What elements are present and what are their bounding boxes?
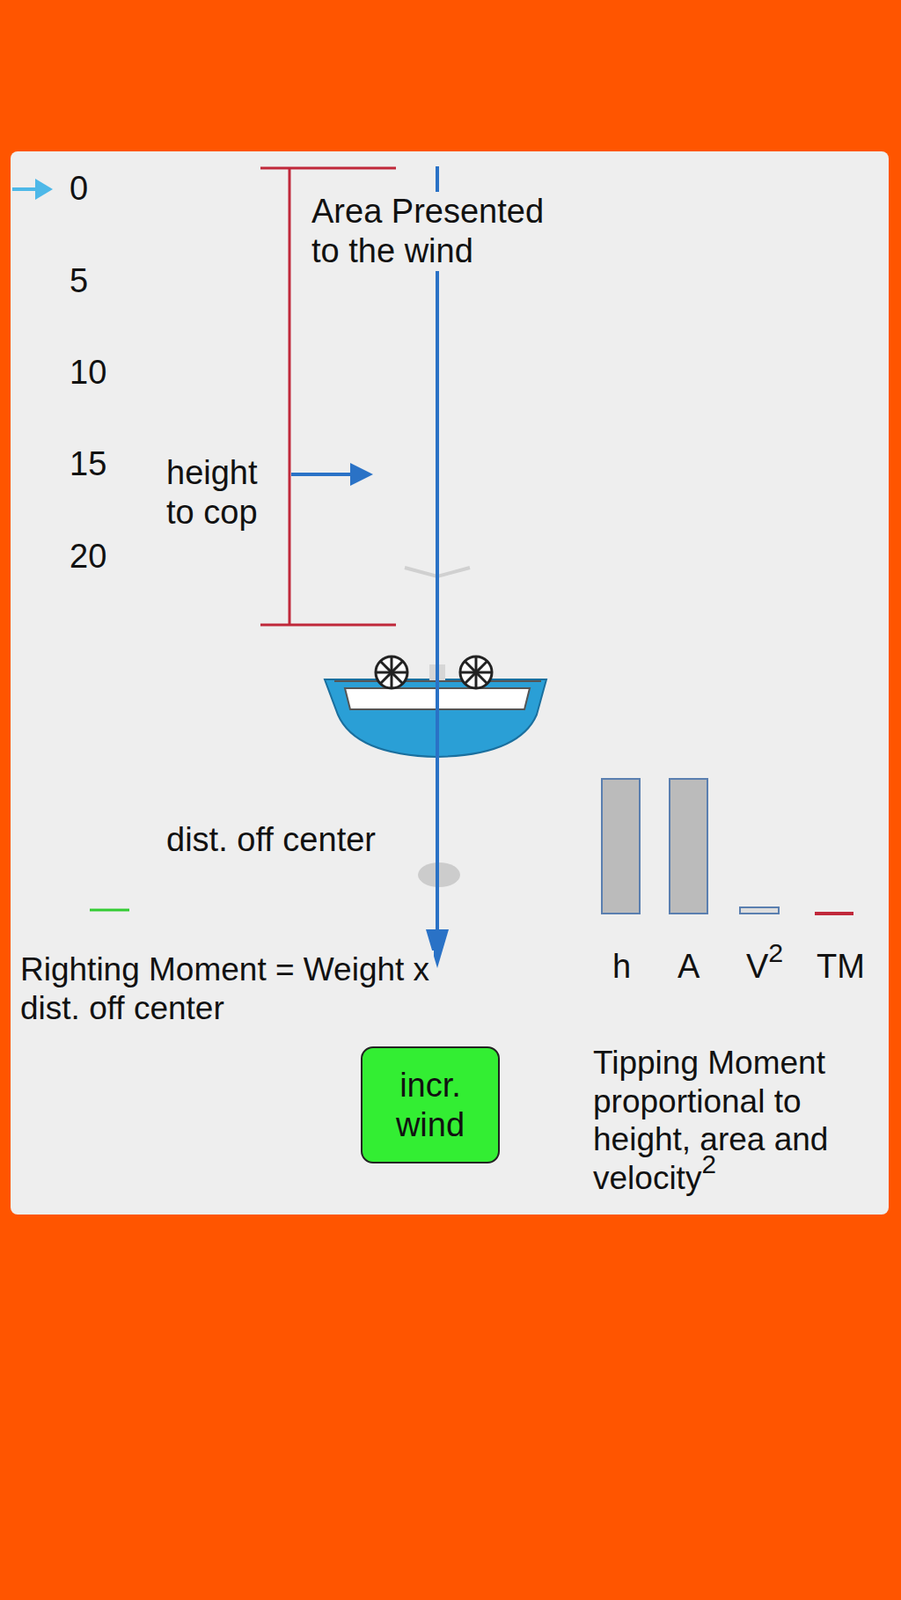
scale-number: 10 [69, 352, 107, 393]
scale-number: 20 [69, 536, 107, 577]
distance-label-text: dist. off center [166, 820, 376, 858]
height-bar [601, 778, 640, 914]
scale-pointer-head [35, 178, 53, 200]
bar-label: h [612, 946, 631, 987]
scale-number-text: 5 [69, 262, 88, 300]
height-label: height to cop [166, 453, 281, 533]
righting-moment-bar [89, 908, 130, 912]
bar-label-text: h [612, 947, 631, 985]
button-text: incr. wind [371, 1065, 490, 1145]
scale-pointer [12, 187, 39, 191]
bar-label-text: V [746, 947, 769, 985]
scale-number-text: 15 [69, 445, 107, 483]
velocity-bar [739, 907, 779, 914]
height-label-text: height to cop [166, 454, 258, 531]
winches [375, 656, 492, 689]
bar-label: A [677, 946, 700, 987]
superscript: 2 [701, 1149, 716, 1179]
scale-number-text: 10 [69, 353, 107, 391]
tipping-moment-bar [814, 911, 854, 916]
wind-button: incr. wind [360, 1046, 500, 1164]
area-label: Area Presented to the wind [311, 191, 576, 272]
mast-line [435, 166, 440, 942]
righting-moment-formula: Righting Moment = Weight x dist. off cen… [20, 950, 434, 1027]
scale-number: 0 [69, 168, 88, 209]
bar-label: TM [816, 946, 865, 987]
bar-label-text: A [677, 947, 700, 985]
scale-number: 5 [69, 261, 88, 301]
superscript: 2 [768, 937, 784, 967]
scale-number-text: 20 [69, 537, 107, 575]
scale-number-text: 0 [69, 169, 88, 207]
area-label-text: Area Presented to the wind [311, 192, 544, 270]
tipping-moment-note: Tipping Moment proportional to height, a… [593, 1043, 884, 1198]
scale-number: 15 [69, 444, 107, 484]
wind-force-head [350, 462, 374, 486]
area-bar [669, 778, 708, 914]
bar-label: V2 [746, 946, 784, 987]
wind-force-arrow [291, 472, 357, 477]
bar-label-text: TM [816, 947, 865, 985]
distance-label: dist. off center [166, 820, 376, 860]
righting-moment-formula-text: Righting Moment = Weight x dist. off cen… [20, 951, 430, 1026]
